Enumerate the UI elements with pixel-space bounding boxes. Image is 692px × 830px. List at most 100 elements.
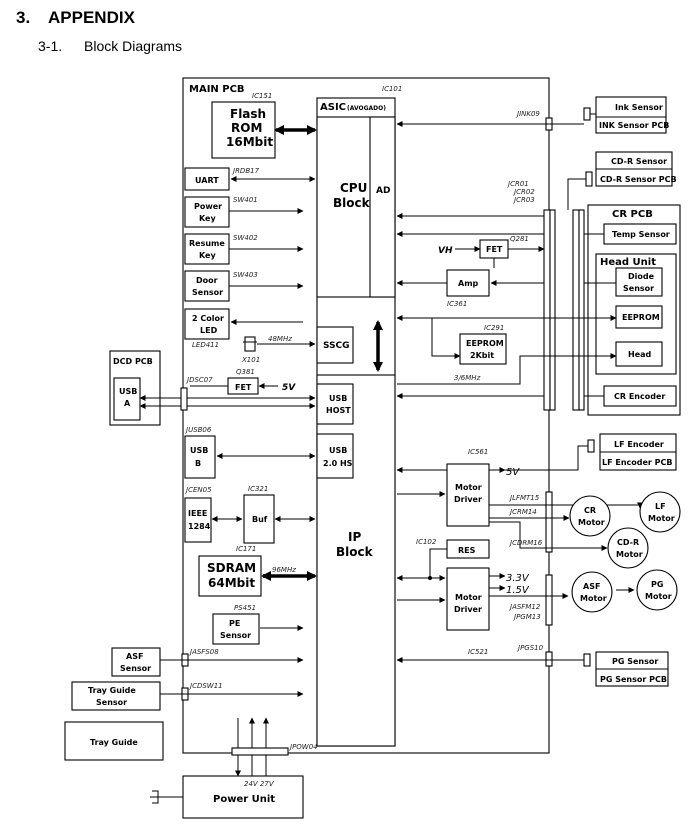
q381-ref: Q381 [236, 368, 255, 376]
power-unit-label: Power Unit [213, 794, 275, 805]
uart-label: UART [195, 176, 219, 185]
motor1-connectors [545, 491, 553, 553]
jpow04-ref: JPOW04 [288, 743, 318, 751]
jcrm14-ref: JCRM14 [508, 508, 537, 516]
jcr01-ref: JCR01 [506, 180, 529, 188]
power-key-label-2: Key [199, 214, 216, 223]
freq-36-label: 3/6MHz [454, 374, 481, 382]
asf-motor [571, 571, 613, 613]
jrdb17-ref: JRDB17 [231, 167, 260, 175]
cdr-motor-label-2: Motor [616, 550, 643, 559]
jpow04-connector [231, 747, 289, 756]
lf-encoder-label: LF Encoder [614, 440, 664, 449]
ac-plug-icon [152, 790, 159, 804]
pe-sensor-block [212, 613, 260, 645]
ic102-ref: IC102 [416, 538, 437, 546]
ip-label-2: Block [336, 545, 374, 559]
eeprom-head-label: EEPROM [622, 313, 660, 322]
buf-label: Buf [252, 515, 268, 524]
asic-label: ASIC [320, 102, 346, 113]
v5-left-label: 5V [282, 383, 296, 393]
subsection-number: 3-1. [38, 38, 63, 54]
cr-pcb-label: CR PCB [612, 209, 653, 220]
jcr03-ref: JCR03 [512, 196, 535, 204]
power-key-block [184, 196, 230, 228]
ic151-ref: IC151 [252, 92, 272, 100]
res-label: RES [458, 546, 476, 555]
flash-rom-block [211, 101, 276, 159]
ink-sensor-pcb-boundary [595, 96, 667, 134]
flash-label-2: ROM [231, 121, 262, 135]
motor-driver-1-block [446, 463, 490, 527]
buf-block [243, 494, 275, 544]
asf-sensor-label-2: Sensor [120, 664, 151, 673]
eeprom-2k-label: EEPROM [466, 339, 504, 348]
cdr-motor-line [489, 521, 608, 551]
power-unit-block [182, 775, 304, 819]
pg-sensor-label: PG Sensor [612, 657, 658, 666]
jcdsw11-ref: JCDSW11 [188, 682, 223, 690]
section-title: APPENDIX [48, 8, 135, 27]
pe-sensor-label-2: Sensor [220, 631, 251, 640]
ad-label: AD [376, 186, 390, 196]
ic171-ref: IC171 [236, 545, 256, 553]
ip-block [316, 374, 396, 747]
jcr02-connector [549, 209, 556, 411]
sscg-label: SSCG [323, 341, 350, 351]
motor-driver-1-label: Motor [455, 483, 482, 492]
jasfm12-ref: JASFM12 [508, 603, 541, 611]
tray-guide-sensor-block [71, 681, 161, 711]
vh-label: VH [438, 246, 453, 256]
lf-motor-label-2: Motor [648, 514, 675, 523]
pg-sensor-pcb-label: PG Sensor PCB [600, 675, 667, 684]
jcr01-connector [543, 209, 551, 411]
cdr-sensor-route [567, 178, 586, 210]
led-block [184, 308, 230, 340]
sscg-block [316, 326, 354, 364]
cdr-connector [585, 171, 593, 187]
asf-sensor-label: ASF [126, 652, 143, 661]
ink-connector [583, 107, 591, 121]
usb-a-label-2: A [124, 399, 131, 408]
flash-label-3: 16Mbit [226, 135, 273, 149]
diode-sensor-block [615, 267, 663, 297]
sdram-label-2: 64Mbit [208, 576, 255, 590]
v15-label: 1.5V [506, 585, 530, 596]
sw401-ref: SW401 [233, 196, 258, 204]
q281-ref: Q281 [510, 235, 529, 243]
section-heading: 3.APPENDIX [16, 8, 135, 28]
ic361-ref: IC361 [447, 300, 467, 308]
jusb06-ref: JUSB06 [184, 426, 212, 434]
eeprom-2k-block [459, 333, 507, 365]
res-route [429, 548, 447, 578]
ic101-ref: IC101 [382, 85, 402, 93]
led-label: 2 Color [192, 314, 224, 323]
lf-motor-label: LF [655, 502, 666, 511]
pg-motor [636, 569, 678, 611]
jdsc07-connector [180, 387, 188, 411]
asic-sub-label: (AVOGADO) [347, 105, 386, 112]
usb-b-label-2: B [195, 459, 201, 468]
pe-sensor-label: PE [229, 619, 240, 628]
v33-label: 3.3V [506, 573, 530, 584]
ink-sensor-label: Ink Sensor [615, 103, 663, 112]
amp-block [446, 269, 490, 297]
resume-key-label: Resume [189, 239, 225, 248]
lf-encoder-pcb-label: LF Encoder PCB [602, 458, 672, 467]
jcdrm16-ref: JCDRM16 [508, 539, 543, 547]
freq-48-label: 48MHz [268, 335, 292, 343]
jcr04-connector [578, 209, 585, 411]
jdsc07-ref: JDSC07 [185, 376, 213, 384]
usb20-block [316, 433, 354, 479]
temp-sensor-label: Temp Sensor [612, 230, 670, 239]
fet-left-label: FET [235, 383, 252, 392]
uart-block [184, 167, 230, 191]
usb-host-label-2: HOST [326, 406, 351, 415]
sw402-ref: SW402 [233, 234, 258, 242]
motor-driver-2-label: Motor [455, 593, 482, 602]
x101-ref: X101 [241, 356, 260, 364]
main-pcb-label: MAIN PCB [189, 84, 245, 95]
freq-96-label: 96MHz [272, 566, 296, 574]
v5-right-label: 5V [506, 467, 520, 478]
diode-sensor-label-2: Sensor [623, 284, 654, 293]
